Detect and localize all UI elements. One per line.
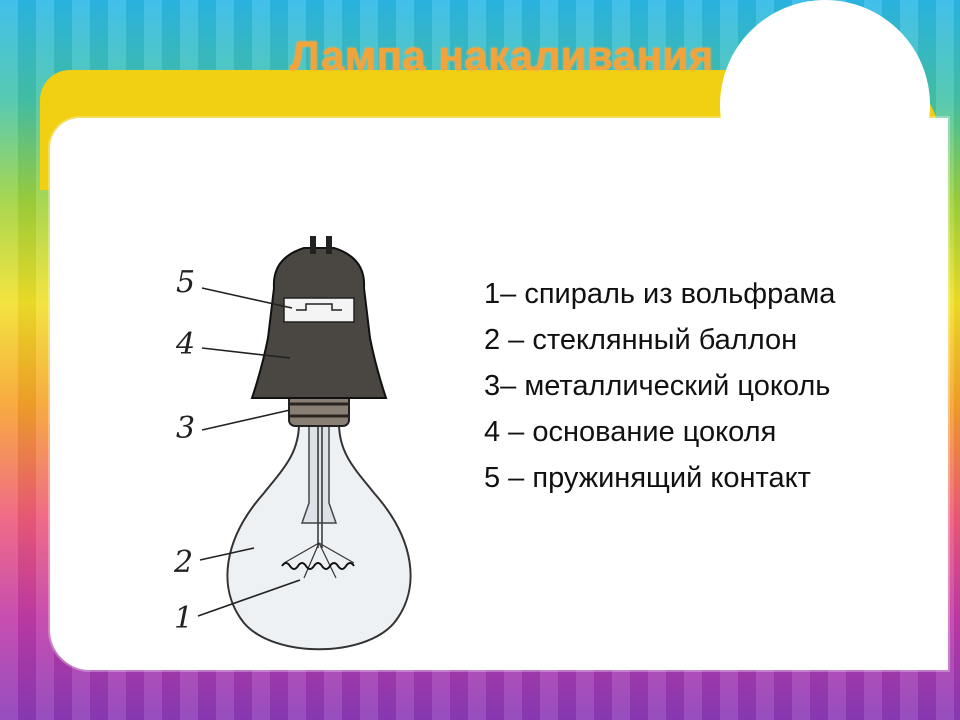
legend-item-1: 1– спираль из вольфрама	[484, 278, 836, 310]
leader-line-3	[201, 409, 291, 431]
leader-line-1	[197, 579, 301, 617]
leader-line-5	[201, 287, 293, 309]
tungsten-filament	[281, 562, 355, 570]
callout-label-4: 4	[176, 327, 196, 362]
slide-title: Лампа накаливания	[290, 32, 714, 79]
callout-label-3: 3	[176, 411, 196, 446]
parts-legend: 1– спираль из вольфрама 2 – стеклянный б…	[484, 276, 934, 506]
bulb-illustration	[197, 236, 412, 651]
decorative-circle	[720, 0, 930, 210]
bulb-diagram: 5 4 3 2 1	[104, 218, 464, 670]
callout-label-1: 1	[174, 601, 194, 636]
socket-housing	[250, 236, 388, 399]
legend-item-3: 3– металлический цоколь	[484, 370, 831, 402]
leader-line-2	[199, 547, 255, 561]
legend-item-4: 4 – основание цоколя	[484, 416, 777, 448]
legend-item-2: 2 – стеклянный баллон	[484, 324, 798, 356]
callout-label-2: 2	[174, 545, 194, 580]
legend-item-5: 5 – пружинящий контакт	[484, 462, 811, 494]
leader-line-4	[201, 347, 291, 359]
support-wires	[283, 542, 355, 579]
glass-bulb	[226, 422, 412, 651]
callout-label-5: 5	[176, 265, 196, 300]
